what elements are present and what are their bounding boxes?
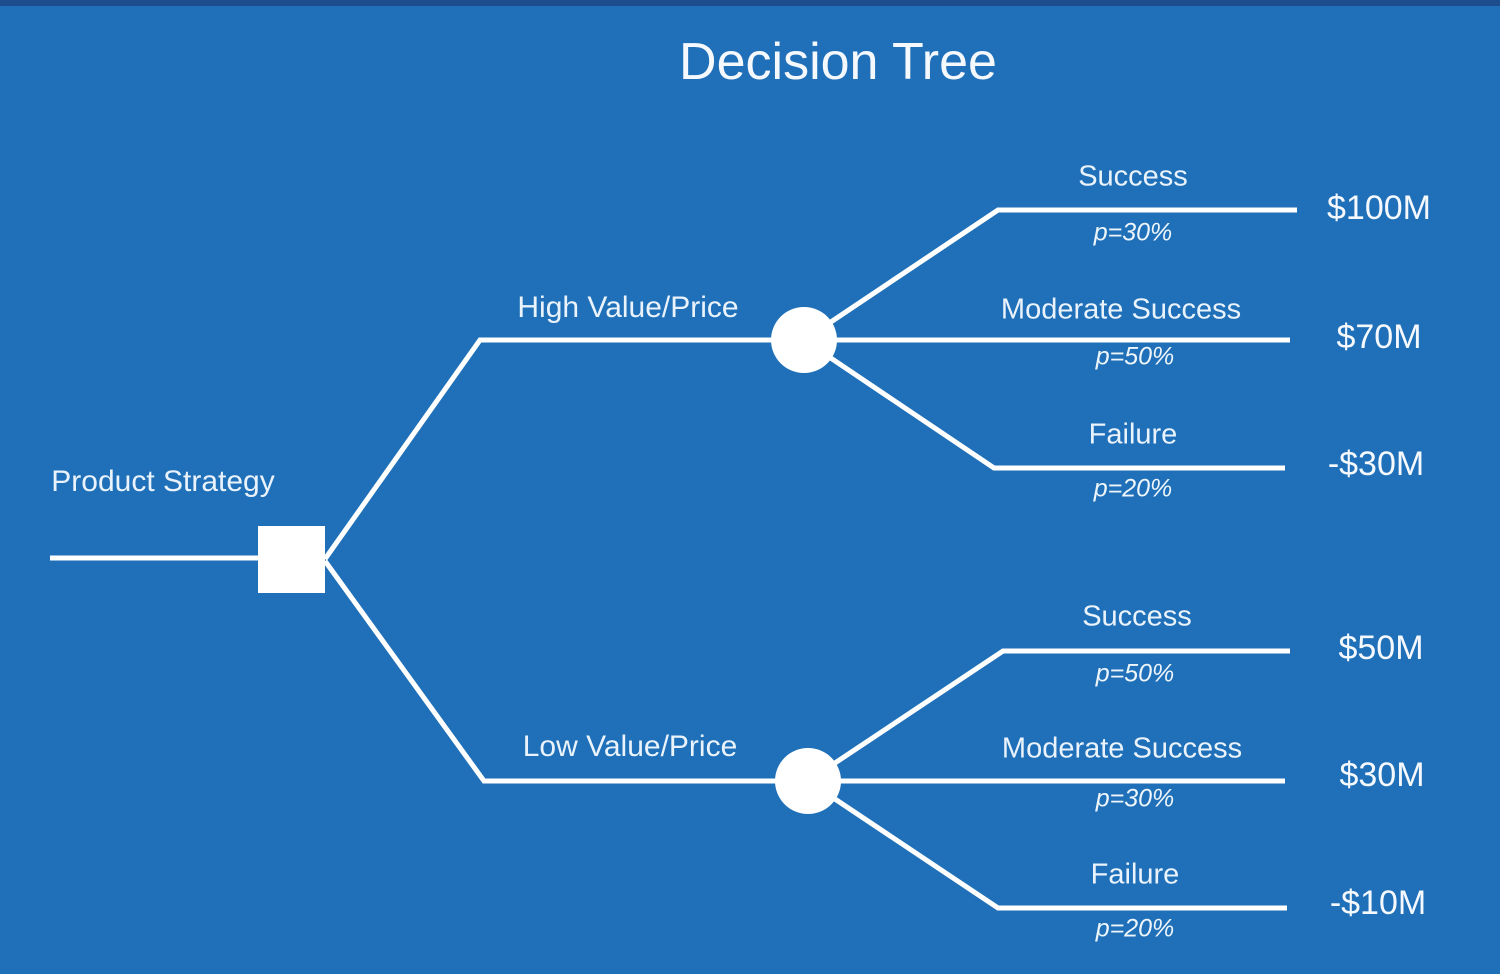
branch-label-high-value: High Value/Price [517,291,739,324]
payoff-label: $70M [1336,318,1422,356]
probability-label: p=50% [1095,659,1175,688]
payoff-label: $50M [1338,629,1424,667]
branch-line-high-success [802,207,1297,343]
outcome-label: Failure [1088,418,1178,451]
branch-label-low-value: Low Value/Price [522,730,738,763]
outcome-label: Success [1078,160,1188,193]
probability-label: p=30% [1095,784,1175,813]
decision-node-square [258,526,325,593]
branch-line-low-value [322,559,1285,784]
outcome-label: Success [1082,600,1192,633]
outcome-label: Failure [1090,858,1180,891]
payoff-label: $30M [1339,756,1425,794]
probability-label: p=20% [1095,914,1175,943]
branch-line-high-failure [802,337,1285,471]
page-title: Decision Tree [679,33,997,91]
payoff-label: -$10M [1329,884,1427,922]
outcome-label: Moderate Success [1000,293,1242,326]
payoff-label: -$30M [1327,445,1425,483]
probability-label: p=20% [1093,474,1173,503]
root-node-label: Product Strategy [51,465,275,498]
probability-label: p=30% [1093,218,1173,247]
probability-label: p=50% [1095,342,1175,371]
outcome-label: Moderate Success [1001,732,1243,765]
top-accent-strip [0,0,1500,6]
branch-line-low-success [806,648,1290,784]
chance-node-circle-high [771,307,837,373]
chance-node-circle-low [775,748,841,814]
payoff-label: $100M [1327,189,1431,227]
branch-line-high-value [322,337,1290,561]
branch-line-low-failure [806,778,1287,911]
